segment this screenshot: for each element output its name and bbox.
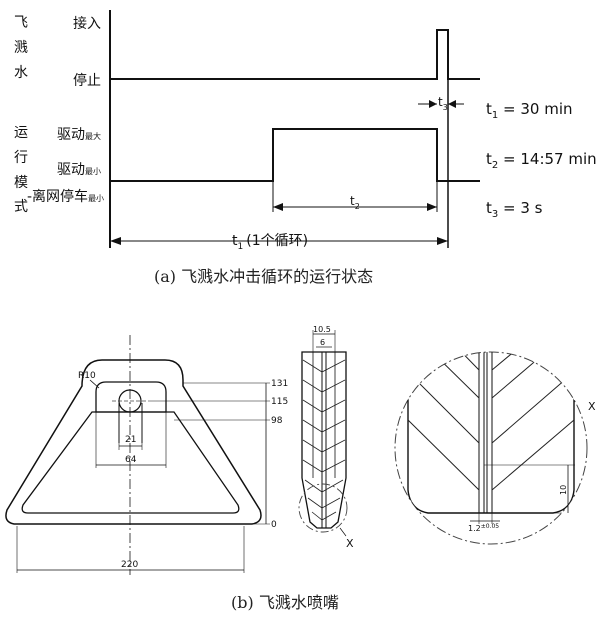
dim-21: 21 xyxy=(125,435,136,445)
legend-t3: t3 = 3 s xyxy=(486,199,543,220)
level-connect-label: 接入 xyxy=(73,15,101,32)
dim-105: 10.5 xyxy=(313,325,331,334)
dim-131: 131 xyxy=(271,379,288,389)
t3-arrowhead-left xyxy=(429,100,437,108)
t1-marker: t1(1个循环) xyxy=(232,233,308,252)
radius-leader xyxy=(89,379,100,389)
dim-98: 98 xyxy=(271,416,283,426)
side-label-bottom-1: 运 xyxy=(14,125,28,141)
nozzle-side-view: 10.5 6 X xyxy=(298,325,354,550)
nozzle-front-view: R10 131 115 98 0 21 64 220 xyxy=(5,335,288,575)
level-drive-min-label: 驱动最小 xyxy=(57,162,101,178)
panel-a-timing-diagram: 飞 溅 水 运 行 模 式 接入 停止 驱动最大 驱动最小 -离网停车最小 t3 xyxy=(14,10,597,286)
front-inner-head xyxy=(95,381,167,413)
side-label-bottom-2: 行 xyxy=(14,150,28,166)
detail-mark-x-large: X xyxy=(588,400,596,413)
dim-0: 0 xyxy=(271,520,277,530)
dim-12: 1.2±0.05 xyxy=(468,523,499,533)
level-offgrid-label: -离网停车最小 xyxy=(27,188,104,205)
t2-arrowhead-left xyxy=(273,203,283,211)
t1-arrowhead-left xyxy=(110,237,121,245)
caption-a: (a) 飞溅水冲击循环的运行状态 xyxy=(154,267,373,286)
legend-t2: t2 = 14:57 min xyxy=(486,150,597,171)
t2-marker: t2 xyxy=(350,194,360,211)
detail-outer-contour xyxy=(407,352,575,514)
radius-label: R10 xyxy=(78,371,96,381)
detail-content xyxy=(407,352,575,514)
legend-t1: t1 = 30 min xyxy=(486,100,573,121)
t3-arrowhead-right xyxy=(448,100,456,108)
detail-leader xyxy=(339,527,347,537)
dim-115: 115 xyxy=(271,397,288,407)
side-label-top-1: 飞 xyxy=(14,15,28,31)
dim-220: 220 xyxy=(121,560,138,570)
caption-b: (b) 飞溅水喷嘴 xyxy=(231,593,339,612)
detail-mark-x: X xyxy=(346,537,354,550)
detail-circle-small xyxy=(298,483,348,533)
operating-mode-signal xyxy=(110,128,480,182)
level-drive-max-label: 驱动最大 xyxy=(57,127,101,143)
dim-6: 6 xyxy=(320,338,325,347)
t1-arrowhead-right xyxy=(437,237,448,245)
detail-circle-large xyxy=(394,351,588,545)
front-inner-trapezoid xyxy=(21,411,240,514)
nozzle-detail-x: X 10 1.2±0.05 xyxy=(394,351,596,545)
dim-10: 10 xyxy=(559,485,568,495)
dim-64: 64 xyxy=(125,455,137,465)
t3-marker: t3 xyxy=(438,95,448,112)
level-stop-label: 停止 xyxy=(73,72,101,89)
front-outer-contour xyxy=(5,359,262,525)
panel-b-nozzle-drawings: R10 131 115 98 0 21 64 220 xyxy=(5,325,596,612)
side-label-bottom-3: 模 xyxy=(14,175,28,191)
side-label-bottom-4: 式 xyxy=(14,199,28,215)
side-label-top-2: 溅 xyxy=(14,40,28,56)
side-label-top-3: 水 xyxy=(14,65,28,81)
side-hatch xyxy=(302,359,346,521)
detail-hatch xyxy=(407,352,575,491)
splash-water-signal xyxy=(110,29,480,80)
t2-arrowhead-right xyxy=(427,203,437,211)
side-outer-contour xyxy=(301,351,347,529)
